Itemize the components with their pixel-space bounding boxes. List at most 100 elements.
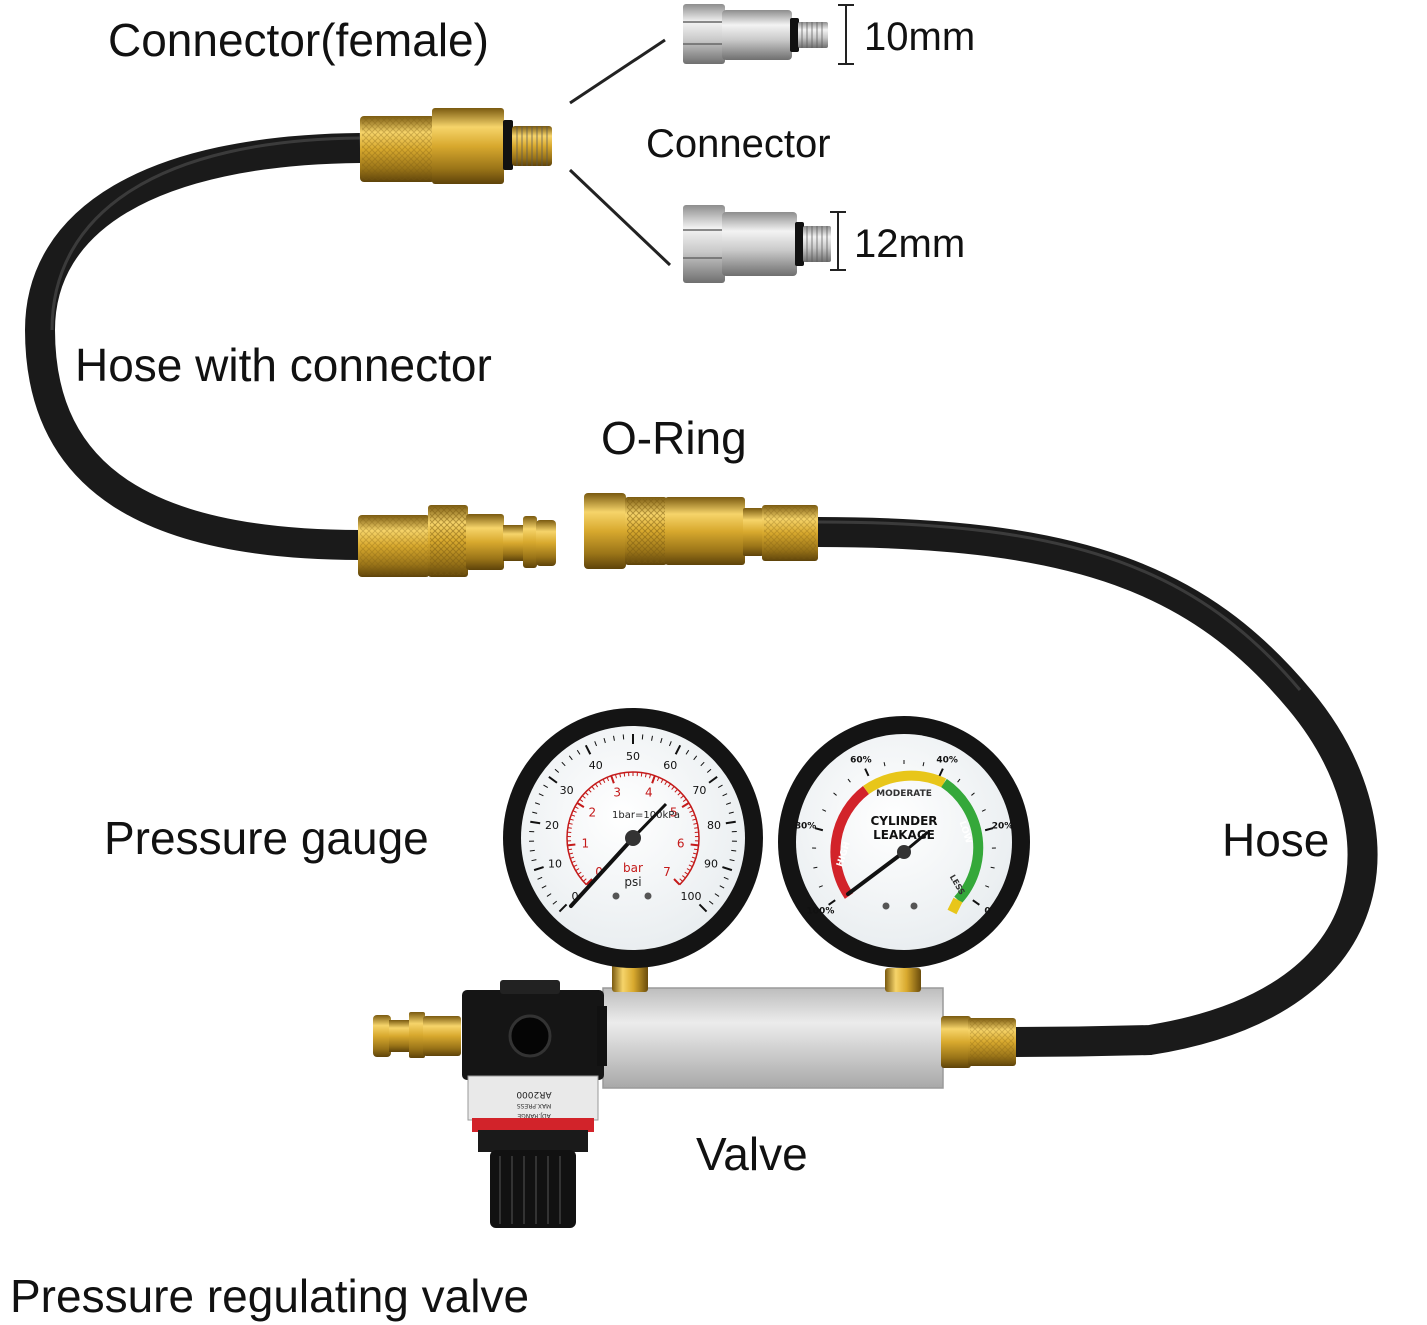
- bar-tick: [688, 864, 693, 868]
- bar-tick: [671, 786, 675, 790]
- bar-tick: [680, 795, 684, 799]
- psi-tick: [725, 820, 736, 825]
- psi-tick: [561, 761, 566, 767]
- pressure-gauge-unit-bar: bar: [623, 861, 643, 875]
- leakage-tick: [822, 809, 827, 812]
- leakage-tick: [883, 762, 886, 767]
- bar-tick: [602, 778, 606, 783]
- label-10mm: 10mm: [864, 15, 976, 59]
- psi-tick: [700, 761, 705, 767]
- leakage-tick-label: 20%: [992, 822, 1014, 832]
- bar-tick: [577, 871, 582, 875]
- bar-tick: [684, 871, 689, 875]
- bar-tick-label: 6: [677, 836, 685, 850]
- bar-tick: [588, 788, 592, 793]
- bar-tick-label: 5: [670, 805, 678, 819]
- adapter-12mm: [683, 205, 831, 283]
- leakage-tick: [828, 899, 836, 906]
- psi-tick: [576, 749, 581, 755]
- psi-tick: [552, 900, 558, 905]
- male-quick-plug: [358, 505, 556, 577]
- bar-tick: [689, 810, 694, 813]
- psi-tick: [533, 866, 544, 872]
- psi-tick-label: 70: [692, 784, 706, 797]
- psi-tick: [558, 903, 568, 913]
- pressure-regulating-valve: AR2000 MAX.PRESS ADJ.RANGE: [462, 980, 607, 1228]
- bar-tick-label: 0: [595, 865, 603, 879]
- psi-tick: [660, 737, 663, 744]
- leakage-tick: [922, 762, 925, 767]
- hose-highlight: [817, 520, 1302, 691]
- valve-body: [602, 987, 1016, 1089]
- adapter-10mm: [683, 4, 828, 64]
- psi-tick: [538, 793, 544, 797]
- psi-tick: [731, 849, 737, 852]
- psi-tick-label: 80: [707, 819, 721, 832]
- leakage-tick: [990, 866, 995, 869]
- psi-tick: [534, 802, 541, 805]
- bar-tick: [667, 783, 671, 788]
- leakage-tick: [833, 792, 837, 796]
- regulator-max-press: MAX.PRESS: [517, 1102, 552, 1109]
- pressure-gauge-needle: [569, 836, 635, 908]
- bar-tick: [595, 783, 599, 788]
- bar-tick-label: 2: [589, 805, 597, 819]
- hose-with-connector-highlight: [50, 136, 361, 331]
- bar-tick: [591, 786, 595, 790]
- bar-tick: [679, 878, 684, 882]
- psi-tick: [728, 811, 734, 814]
- bar-tick: [687, 806, 692, 810]
- hose-end-ferrule-top: [360, 116, 435, 182]
- bar-tick: [571, 860, 576, 864]
- bar-tick: [682, 798, 687, 802]
- bar-tick: [623, 772, 626, 777]
- bar-tick: [660, 778, 664, 783]
- bar-tick: [691, 856, 696, 859]
- psi-tick: [706, 768, 712, 773]
- gauge-stem-left: [612, 962, 648, 992]
- bar-tick: [693, 848, 699, 851]
- bar-tick: [584, 792, 589, 796]
- dimension-10mm: [838, 4, 854, 65]
- psi-tick-label: 20: [545, 819, 559, 832]
- bar-tick: [568, 852, 574, 855]
- dimension-12mm: [830, 211, 846, 271]
- leakage-gauge-scale: 100%80%60%40%20%0: [795, 756, 1014, 917]
- psi-tick: [532, 811, 538, 814]
- bar-tick: [567, 827, 572, 829]
- label-hose-with-connector: Hose with connector: [75, 339, 492, 391]
- psi-tick: [584, 744, 592, 755]
- bar-tick: [677, 792, 682, 796]
- psi-tick: [717, 784, 723, 789]
- psi-tick-label: 90: [704, 857, 718, 870]
- leakage-gauge-needle: [846, 850, 906, 896]
- bar-tick: [576, 802, 585, 808]
- bar-tick: [567, 843, 576, 847]
- bar-tick: [640, 772, 643, 777]
- psi-tick-label: 60: [663, 759, 677, 772]
- psi-tick: [685, 749, 690, 755]
- pointer-line-12mm: [568, 168, 672, 267]
- regulator-model: AR2000: [516, 1089, 552, 1099]
- bar-tick: [644, 773, 647, 778]
- bar-tick: [606, 777, 610, 782]
- cylinder-leakage-gauge: 100%80%60%40%20%0 CYLINDER LEAKAGE MODER…: [778, 716, 1030, 968]
- bar-tick-label: 7: [663, 865, 671, 879]
- psi-tick-label: 100: [680, 890, 701, 903]
- bar-tick: [693, 822, 698, 825]
- leakage-tick: [864, 768, 870, 777]
- hose: [817, 517, 1378, 1057]
- leakage-tick: [847, 778, 851, 783]
- leakage-tick-label: 60%: [850, 756, 872, 766]
- gauge-stem-right: [885, 968, 921, 992]
- leakage-tick: [981, 809, 986, 812]
- psi-tick-label: 0: [572, 890, 579, 903]
- leakage-zone-moderate: MODERATE: [876, 789, 932, 799]
- female-quick-coupler: [584, 493, 818, 569]
- bar-tick: [614, 774, 617, 779]
- psi-tick-label: 10: [548, 857, 562, 870]
- leakage-tick: [985, 885, 990, 888]
